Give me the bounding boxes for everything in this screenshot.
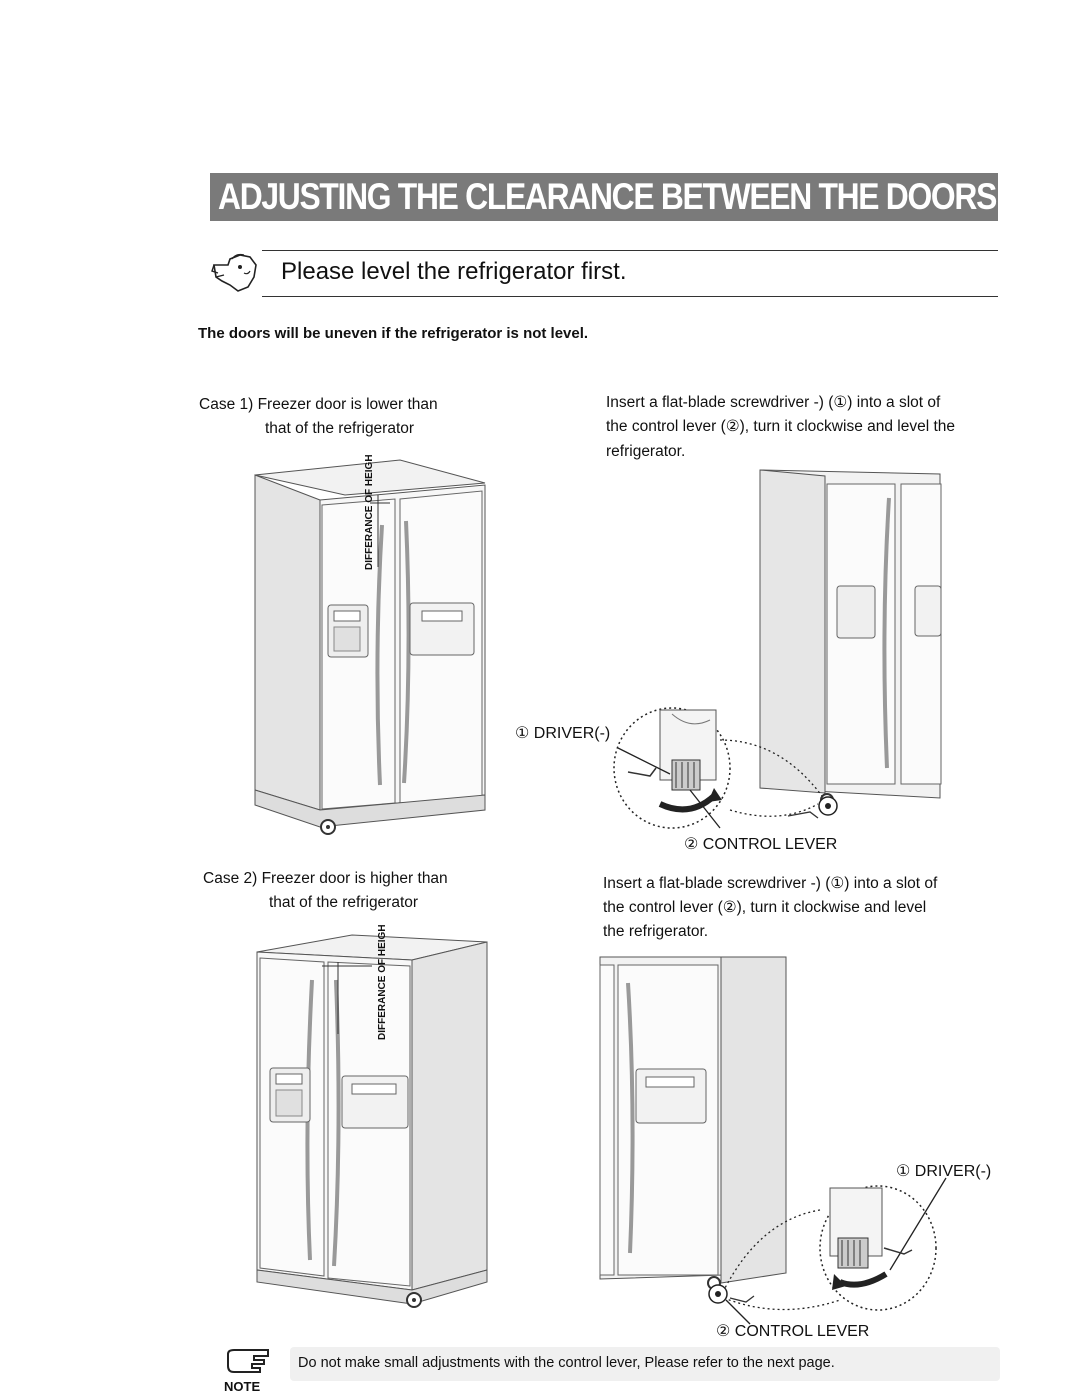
subtitle: Please level the refrigerator first. [281, 258, 627, 285]
case2-caption-line2: that of the refrigerator [269, 894, 419, 911]
case2-partial-refrigerator [599, 956, 787, 1290]
case2-driver-label: ① DRIVER(-) [896, 1163, 992, 1180]
case1-height-label-graphic: DIFFERANCE OF HEIGHT [364, 455, 375, 570]
case2-refrigerator-illustration [256, 934, 488, 1308]
case2-instruction-line1: Insert a flat-blade screwdriver -) (①) i… [603, 875, 938, 892]
case1-height-label: DIFFERANCE OF HEIGHT [364, 455, 375, 570]
case2-caption-line1: Case 2) Freezer door is higher than [203, 870, 448, 887]
case1-partial-refrigerator [759, 469, 942, 803]
case2-lever-label: ② CONTROL LEVER [716, 1323, 870, 1340]
subtitle-top-rule [262, 250, 998, 251]
page-title: ADJUSTING THE CLEARANCE BETWEEN THE DOOR… [218, 176, 997, 217]
case1-refrigerator-illustration [254, 459, 486, 835]
note-text: Do not make small adjustments with the c… [298, 1355, 835, 1371]
case1-caption-line1: Case 1) Freezer door is lower than [199, 396, 438, 413]
lead-text: The doors will be uneven if the refriger… [198, 325, 589, 342]
case1-instruction-line2: the control lever (②), turn it clockwise… [606, 418, 956, 435]
case2-height-label-graphic: DIFFERANCE OF HEIGHT [377, 925, 388, 1040]
case1-instruction-line3: refrigerator. [606, 443, 686, 460]
case1-driver-lever-detail [613, 707, 838, 829]
case2-driver-lever-detail [708, 1177, 947, 1325]
pointing-hand-icon [211, 253, 257, 292]
note-box [290, 1347, 1000, 1381]
note-label: NOTE [224, 1379, 261, 1394]
title-bar [210, 173, 998, 221]
note-hand-icon [227, 1349, 269, 1373]
case2-height-label: DIFFERANCE OF HEIGHT [377, 925, 388, 1040]
case2-instruction-line3: the refrigerator. [603, 923, 709, 940]
case1-lever-label: ② CONTROL LEVER [684, 836, 838, 853]
subtitle-bottom-rule [262, 296, 998, 297]
case2-instruction-line2: the control lever (②), turn it clockwise… [603, 899, 927, 916]
case1-caption-line2: that of the refrigerator [265, 420, 415, 437]
case1-driver-label: ① DRIVER(-) [515, 725, 611, 742]
case1-instruction-line1: Insert a flat-blade screwdriver -) (①) i… [606, 394, 941, 411]
